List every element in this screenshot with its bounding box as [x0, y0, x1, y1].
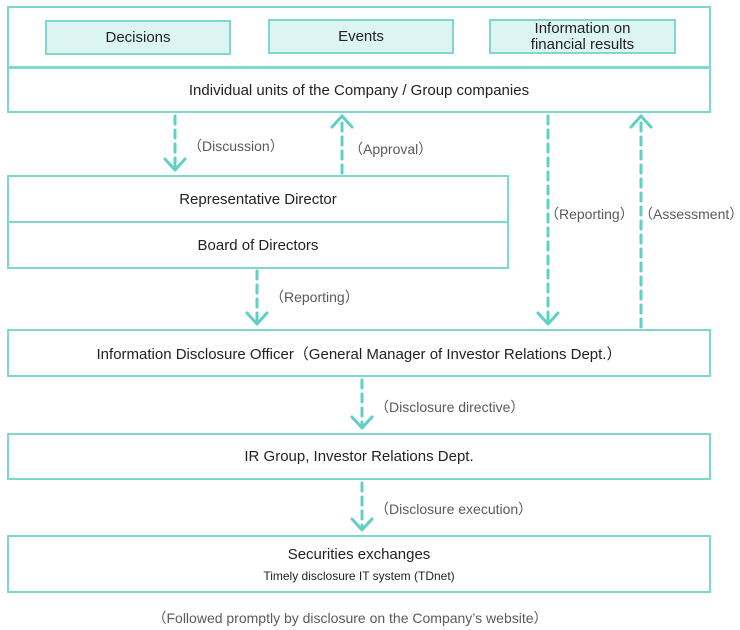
board-of-directors-label: Board of Directors — [197, 237, 319, 254]
financial-results-line1: Information on — [534, 19, 631, 37]
financial-results-box: Information on financial results — [489, 19, 676, 54]
approval-arrow-head — [330, 114, 354, 129]
reporting-board-arrow-head — [245, 311, 269, 326]
reporting-board-label: （Reporting） — [270, 289, 359, 305]
board-of-directors-cell: Board of Directors — [9, 223, 507, 268]
reporting-right-arrow-head — [536, 311, 560, 326]
disclosure-officer-label: Information Disclosure Officer（General M… — [96, 345, 622, 363]
disclosure-officer-box: Information Disclosure Officer（General M… — [7, 329, 711, 377]
securities-exchanges-label: Securities exchanges — [287, 545, 431, 563]
decisions-label: Decisions — [105, 28, 171, 46]
discussion-label: （Discussion） — [188, 138, 284, 154]
individual-units-box: Individual units of the Company / Group … — [7, 67, 711, 113]
events-label: Events — [338, 27, 384, 45]
disclosure-execution-label: （Disclosure execution） — [375, 501, 533, 517]
assessment-label: （Assessment） — [639, 206, 740, 222]
ir-group-box: IR Group, Investor Relations Dept. — [7, 433, 711, 480]
disclosure-execution-arrow-head — [350, 517, 374, 532]
tdnet-label: Timely disclosure IT system (TDnet) — [263, 568, 455, 583]
footer-note: （Followed promptly by disclosure on the … — [152, 610, 548, 626]
disclosure-directive-arrow-head — [350, 415, 374, 430]
financial-results-line2: financial results — [530, 35, 635, 53]
board-divider — [9, 221, 507, 223]
decisions-box: Decisions — [45, 20, 231, 55]
individual-units-label: Individual units of the Company / Group … — [188, 81, 530, 99]
assessment-arrow-head — [629, 114, 653, 129]
representative-director-label: Representative Director — [179, 191, 337, 208]
representative-director-cell: Representative Director — [9, 177, 507, 222]
events-box: Events — [268, 19, 454, 54]
disclosure-directive-label: （Disclosure directive） — [375, 399, 525, 415]
reporting-right-label: （Reporting） — [545, 206, 634, 222]
approval-label: （Approval） — [349, 141, 433, 157]
board-box: Representative Director Board of Directo… — [7, 175, 509, 269]
ir-group-label: IR Group, Investor Relations Dept. — [244, 448, 474, 465]
discussion-arrow-head — [163, 157, 187, 172]
securities-exchanges-box: Securities exchanges Timely disclosure I… — [7, 535, 711, 593]
